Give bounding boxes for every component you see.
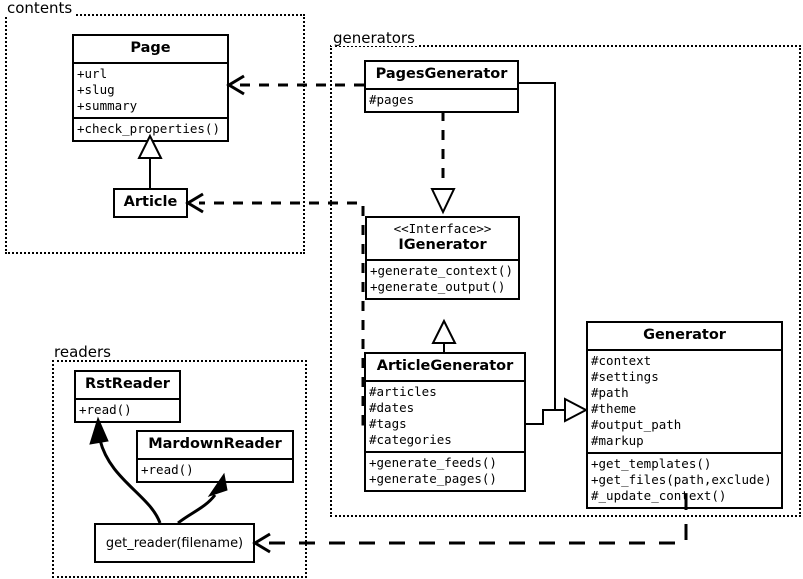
class-page-methods: +check_properties() — [74, 117, 227, 140]
class-member: #theme — [591, 401, 637, 416]
class-markdown-reader-methods: +read() — [138, 458, 292, 481]
class-igenerator-methods: +generate_context() +generate_output() — [367, 259, 518, 298]
package-contents-label: contents — [5, 0, 76, 16]
class-member: #dates — [369, 400, 415, 415]
class-generator-attributes: #context #settings #path #theme #output_… — [588, 349, 781, 452]
class-member: +slug — [77, 82, 115, 97]
class-member: #articles — [369, 384, 437, 399]
class-igenerator-stereotype: <<Interface>> — [393, 221, 492, 236]
package-contents — [5, 14, 305, 254]
class-member: #tags — [369, 416, 407, 431]
class-member: +read() — [79, 402, 132, 417]
class-member: #categories — [369, 432, 452, 447]
class-markdown-reader-name: MardownReader — [148, 436, 282, 452]
function-get-reader-label: get_reader(filename) — [105, 535, 244, 551]
class-article-name: Article — [123, 194, 178, 210]
class-igenerator[interactable]: <<Interface>> IGenerator +generate_conte… — [365, 216, 520, 300]
class-member: +get_templates() — [591, 456, 712, 471]
class-member: +read() — [141, 462, 194, 477]
class-igenerator-name: IGenerator — [398, 237, 487, 253]
class-pages-generator-attributes: #pages — [366, 88, 517, 111]
class-member: +url — [77, 66, 108, 81]
class-pages-generator[interactable]: PagesGenerator #pages — [364, 60, 519, 113]
class-rst-reader-methods: +read() — [76, 398, 179, 421]
class-article[interactable]: Article — [113, 188, 188, 218]
class-page-attributes: +url +slug +summary — [74, 62, 227, 117]
class-rst-reader-name: RstReader — [85, 376, 170, 392]
class-article-generator-name: ArticleGenerator — [376, 358, 514, 374]
package-readers — [52, 360, 307, 578]
class-member: +generate_output() — [370, 279, 506, 294]
class-article-generator[interactable]: ArticleGenerator #articles #dates #tags … — [364, 352, 526, 492]
class-generator-name: Generator — [643, 327, 726, 343]
class-member: #context — [591, 353, 652, 368]
class-generator[interactable]: Generator #context #settings #path #them… — [586, 321, 783, 509]
class-member: #settings — [591, 369, 659, 384]
class-member: +generate_feeds() — [369, 455, 497, 470]
class-rst-reader[interactable]: RstReader +read() — [74, 370, 181, 423]
class-member: #output_path — [591, 417, 682, 432]
class-member: #_update_context() — [591, 488, 727, 503]
class-member: +check_properties() — [77, 121, 220, 136]
class-member: +get_files(path,exclude) — [591, 472, 772, 487]
class-member: +summary — [77, 98, 138, 113]
class-pages-generator-name: PagesGenerator — [375, 66, 508, 82]
class-generator-methods: +get_templates() +get_files(path,exclude… — [588, 452, 781, 507]
class-article-generator-methods: +generate_feeds() +generate_pages() — [366, 451, 524, 490]
class-member: #markup — [591, 433, 644, 448]
class-page-name: Page — [130, 40, 171, 56]
class-markdown-reader[interactable]: MardownReader +read() — [136, 430, 294, 483]
class-member: +generate_pages() — [369, 471, 497, 486]
class-member: +generate_context() — [370, 263, 513, 278]
function-get-reader[interactable]: get_reader(filename) — [94, 523, 255, 563]
class-member: #path — [591, 385, 629, 400]
class-member: #pages — [369, 92, 415, 107]
class-page[interactable]: Page +url +slug +summary +check_properti… — [72, 34, 229, 142]
class-article-generator-attributes: #articles #dates #tags #categories — [366, 380, 524, 451]
package-generators-label: generators — [331, 30, 418, 46]
package-readers-label: readers — [52, 344, 114, 360]
